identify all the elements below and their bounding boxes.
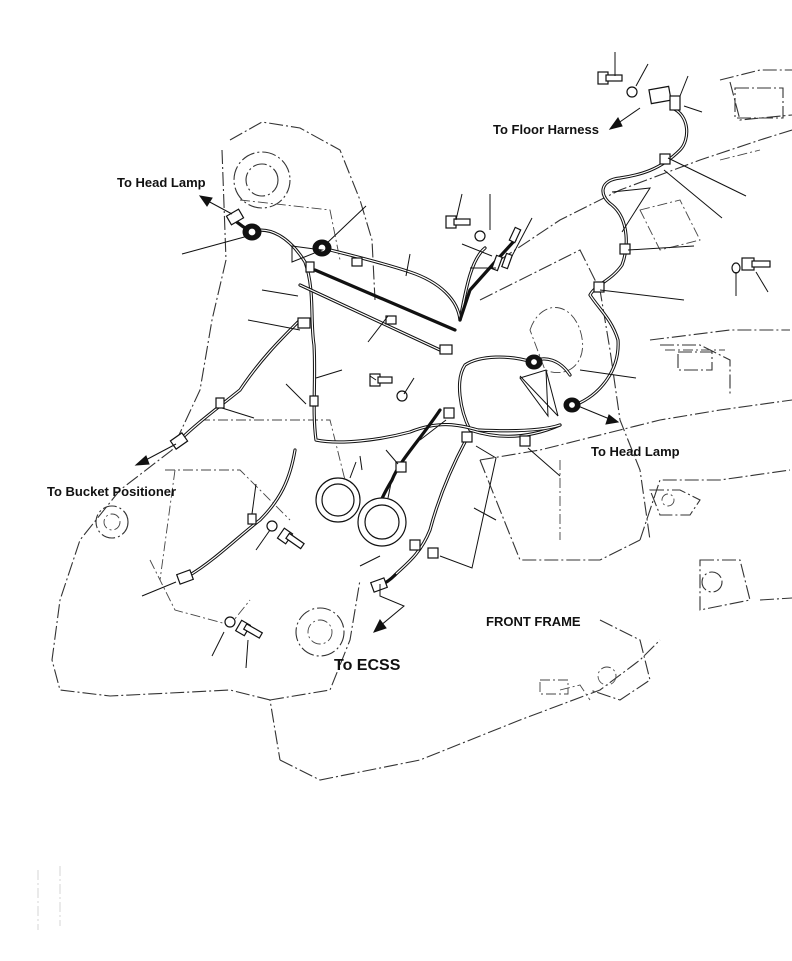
direction-arrows [134, 107, 641, 633]
label-to-head-lamp-right: To Head Lamp [591, 444, 680, 459]
front-frame-outline [51, 69, 792, 781]
connector-ecss [369, 577, 389, 593]
harness-parts [169, 71, 771, 639]
label-to-bucket-positioner: To Bucket Positioner [47, 484, 177, 499]
label-to-ecss: To ECSS [334, 657, 401, 674]
leader-lines [141, 52, 769, 669]
label-front-frame: FRONT FRAME [486, 614, 581, 629]
label-to-head-lamp-left: To Head Lamp [117, 175, 206, 190]
wire-harness [178, 106, 689, 588]
harness-clips [215, 153, 671, 559]
label-to-floor-harness: To Floor Harness [493, 122, 599, 137]
connector-lower-left [175, 569, 195, 585]
bolts-washers [224, 71, 771, 639]
ecss-lamps [315, 455, 407, 547]
connector-floor-harness [648, 85, 672, 105]
connector-head-lamp-left [225, 208, 245, 226]
